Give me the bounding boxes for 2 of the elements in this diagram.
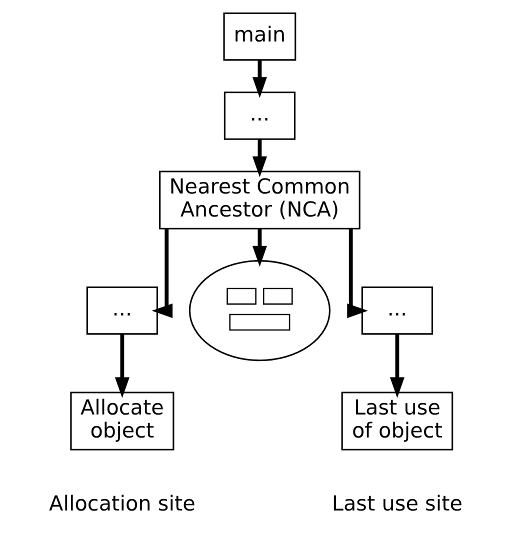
node-label: Last use site xyxy=(331,491,462,516)
node-label: Allocation site xyxy=(48,491,195,516)
